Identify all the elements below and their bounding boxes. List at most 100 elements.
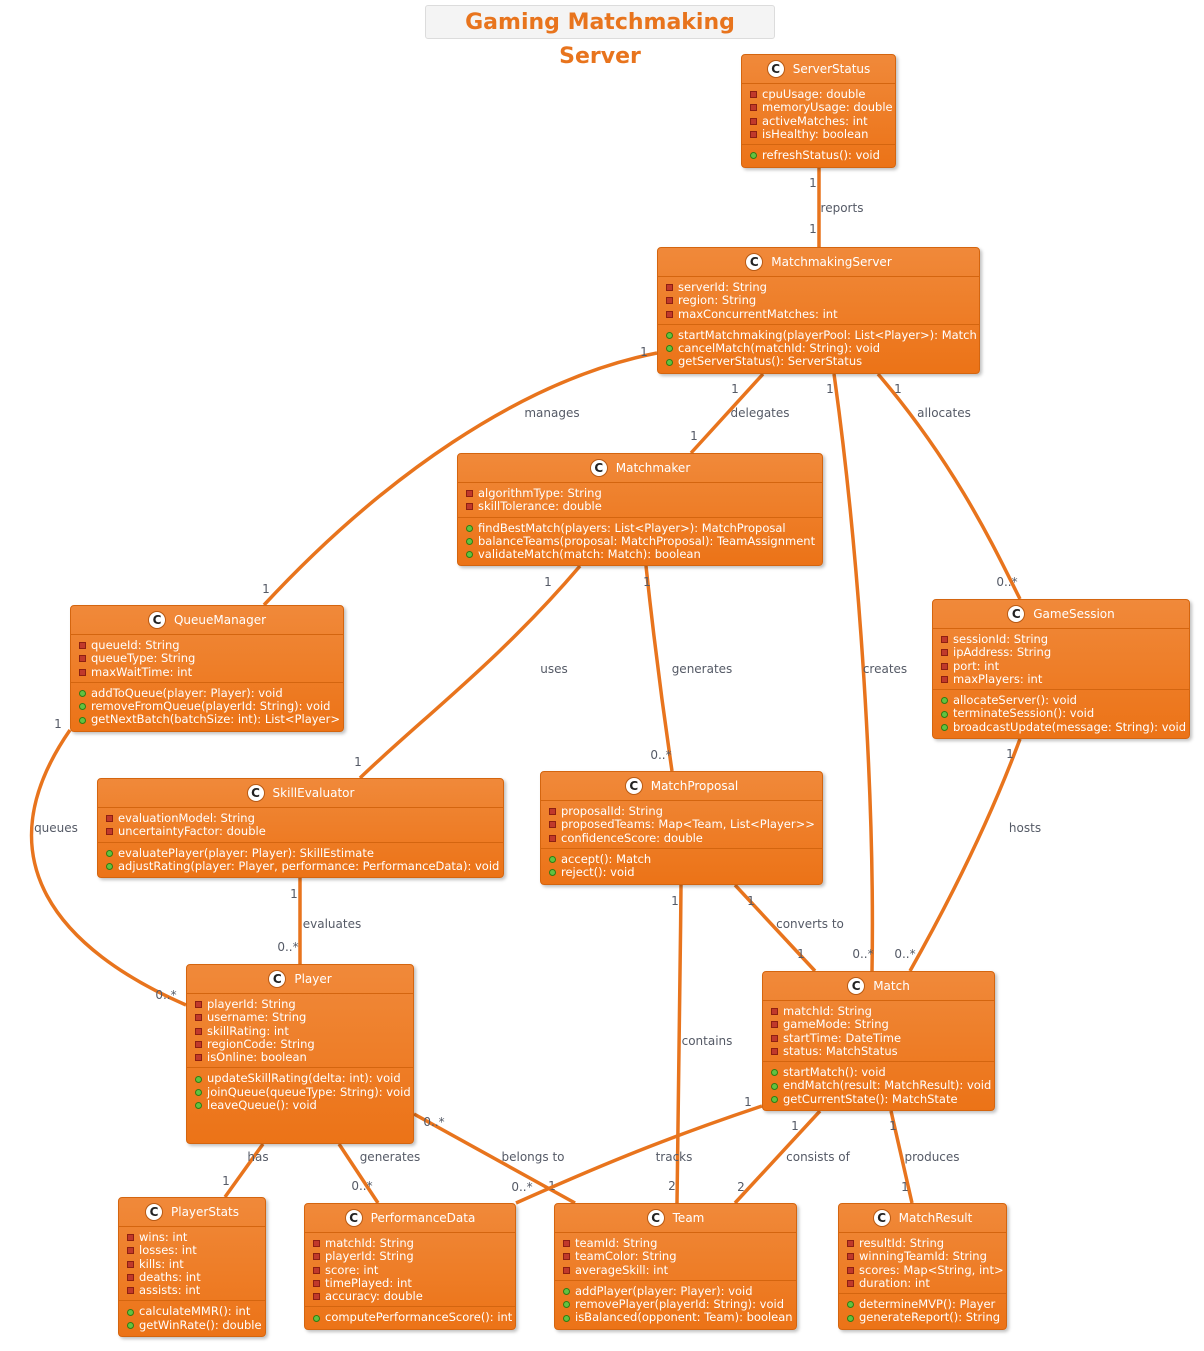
association-line-manages — [262, 351, 658, 607]
private-visibility-icon — [195, 1001, 202, 1009]
attribute: algorithmType: String — [466, 486, 814, 500]
multiplicity-source-hosts: 1 — [1006, 747, 1014, 761]
attribute-text: username: String — [207, 1010, 307, 1025]
private-visibility-icon — [941, 662, 948, 670]
method: evaluatePlayer(player: Player): SkillEst… — [106, 846, 495, 860]
private-visibility-icon — [127, 1274, 134, 1282]
class-stereotype-icon: C — [145, 1203, 163, 1221]
public-visibility-icon — [127, 1321, 134, 1329]
private-visibility-icon — [127, 1287, 134, 1295]
public-visibility-icon — [847, 1314, 854, 1322]
class-stereotype-icon: C — [745, 253, 764, 271]
method: allocateServer(): void — [941, 693, 1181, 707]
public-visibility-icon — [466, 538, 473, 546]
method-text: balanceTeams(proposal: MatchProposal): T… — [478, 533, 816, 548]
private-visibility-icon — [466, 503, 473, 511]
method-text: computePerformanceScore(): int — [325, 1310, 513, 1325]
attribute: skillTolerance: double — [466, 499, 814, 513]
multiplicity-source-evaluates: 1 — [290, 887, 298, 901]
attribute-text: activeMatches: int — [762, 113, 868, 128]
private-visibility-icon — [750, 104, 757, 112]
private-visibility-icon — [750, 131, 757, 139]
method-text: getCurrentState(): MatchState — [783, 1091, 958, 1106]
attribute-text: port: int — [953, 658, 1000, 673]
attribute: activeMatches: int — [750, 113, 887, 128]
class-name: QueueManager — [173, 613, 267, 627]
private-visibility-icon — [106, 828, 113, 836]
method-text: getWinRate(): double — [139, 1317, 262, 1332]
private-visibility-icon — [549, 834, 556, 842]
method-text: refreshStatus(): void — [762, 148, 880, 163]
attribute: maxConcurrentMatches: int — [666, 307, 971, 321]
attribute-text: assists: int — [139, 1283, 201, 1298]
diagram-title: Gaming Matchmaking Server — [425, 5, 775, 69]
private-visibility-icon — [847, 1253, 854, 1261]
attribute: queueType: String — [79, 651, 335, 665]
attribute-text: duration: int — [859, 1275, 930, 1290]
attribute: accuracy: double — [313, 1289, 507, 1303]
attribute: proposedTeams: Map<Team, List<Player>> — [549, 817, 815, 831]
class-stereotype-icon: C — [147, 611, 166, 629]
attribute: winningTeamId: String — [847, 1249, 998, 1263]
method: broadcastUpdate(message: String): void — [941, 720, 1186, 734]
public-visibility-icon — [549, 869, 556, 877]
attribute: matchId: String — [313, 1236, 507, 1250]
attribute-text: score: int — [325, 1262, 379, 1277]
attribute: matchId: String — [771, 1004, 986, 1018]
association-label-tracks: tracks — [656, 1150, 693, 1164]
multiplicity-target-produces: 1 — [901, 1180, 909, 1194]
class-stereotype-icon: C — [766, 60, 785, 78]
attribute-text: matchId: String — [325, 1236, 414, 1250]
private-visibility-icon — [666, 297, 673, 305]
multiplicity-source-manages: 1 — [640, 345, 648, 359]
association-line-converts-to — [733, 883, 817, 973]
public-visibility-icon — [79, 716, 86, 724]
multiplicity-target-evaluates: 0..* — [277, 940, 298, 954]
private-visibility-icon — [313, 1253, 320, 1261]
public-visibility-icon — [466, 524, 473, 532]
class-name: MatchProposal — [650, 779, 739, 793]
association-line-generates-perf — [337, 1143, 380, 1204]
method-text: findBestMatch(players: List<Player>): Ma… — [478, 520, 786, 535]
attribute: playerId: String — [313, 1249, 507, 1264]
multiplicity-target-reports: 1 — [809, 222, 817, 236]
attribute: port: int — [941, 658, 1181, 673]
class-name: SkillEvaluator — [272, 786, 355, 800]
association-line-generates-proposal — [644, 565, 674, 772]
public-visibility-icon — [750, 152, 757, 160]
method-list: findBestMatch(players: List<Player>): Ma… — [458, 518, 822, 565]
attribute-text: losses: int — [139, 1243, 197, 1258]
attribute-text: playerId: String — [325, 1249, 414, 1264]
attribute: losses: int — [127, 1243, 257, 1258]
attribute-text: kills: int — [139, 1256, 184, 1271]
method-text: broadcastUpdate(message: String): void — [953, 719, 1187, 734]
public-visibility-icon — [666, 332, 673, 340]
public-visibility-icon — [847, 1301, 854, 1309]
class-name: Matchmaker — [615, 461, 691, 475]
attribute: region: String — [666, 293, 971, 307]
private-visibility-icon — [847, 1240, 854, 1248]
association-label-contains: contains — [682, 1034, 733, 1048]
